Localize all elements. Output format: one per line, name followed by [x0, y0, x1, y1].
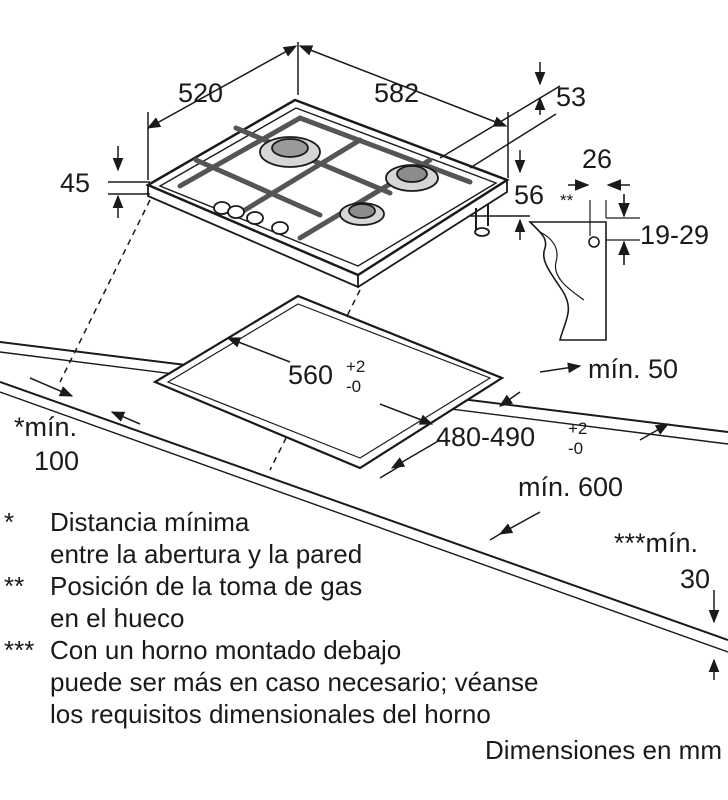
note-2-line-1: Posición de la toma de gas — [50, 571, 363, 601]
burner-medium — [385, 164, 439, 192]
worktop-drawing — [0, 294, 728, 653]
units-note: Dimensiones en mm — [485, 735, 722, 765]
dim-cutout-depth-tol-upper: +2 — [568, 419, 587, 438]
dim-hob-width: 520 — [178, 78, 223, 108]
dim-inlet-depth: 26 — [582, 144, 612, 174]
note-3-marker: *** — [4, 635, 35, 665]
dim-cutout-depth: 480-490 — [436, 422, 535, 452]
dim-worktop-depth: mín. 600 — [518, 472, 623, 502]
dim-worktop-thickness: 19-29 — [640, 220, 709, 250]
dim-hob-height: 45 — [60, 168, 90, 198]
dim-gas-inlet-height: 53 — [556, 82, 586, 112]
note-3-line-3: los requisitos dimensionales del horno — [50, 699, 491, 729]
worktop-dimension-lines — [29, 337, 720, 680]
note-1-line-2: entre la abertura y la pared — [50, 539, 363, 569]
dim-cutout-depth-tol-lower: -0 — [568, 439, 583, 458]
hob-right-edge — [357, 180, 508, 288]
dim-hob-depth: 582 — [374, 78, 419, 108]
dim-cutout-width-tol-upper: +2 — [346, 357, 365, 376]
note-2-marker: ** — [4, 571, 25, 601]
hob-front-edge — [147, 185, 359, 289]
control-knobs — [213, 201, 289, 235]
dim-side-clearance-label: *mín. — [14, 412, 77, 442]
worktop-profile — [528, 179, 640, 341]
cutout-outline — [152, 294, 505, 470]
dim-bottom-clearance-value: 30 — [680, 564, 710, 594]
hob-drawing — [145, 98, 510, 289]
note-2-line-2: en el hueco — [50, 603, 185, 633]
pan-supports — [177, 115, 473, 241]
note-1-marker: * — [4, 507, 15, 537]
burner-small — [339, 202, 385, 226]
dim-cutout-width: 560 — [288, 360, 333, 390]
dim-side-clearance-value: 100 — [34, 446, 79, 476]
gas-pipe — [475, 204, 489, 232]
dim-inlet-offset-mark: ** — [560, 191, 574, 210]
dim-bottom-clearance-label: ***mín. — [614, 528, 698, 558]
dim-cutout-width-tol-lower: -0 — [346, 377, 361, 396]
note-3-line-1: Con un horno montado debajo — [50, 635, 402, 665]
note-3-line-2: puede ser más en caso necesario; véanse — [50, 667, 539, 697]
note-1-line-1: Distancia mínima — [50, 507, 250, 537]
dim-inlet-offset: 56 — [514, 180, 544, 210]
burner-large — [259, 136, 321, 168]
dim-rear-clearance: mín. 50 — [588, 354, 678, 384]
